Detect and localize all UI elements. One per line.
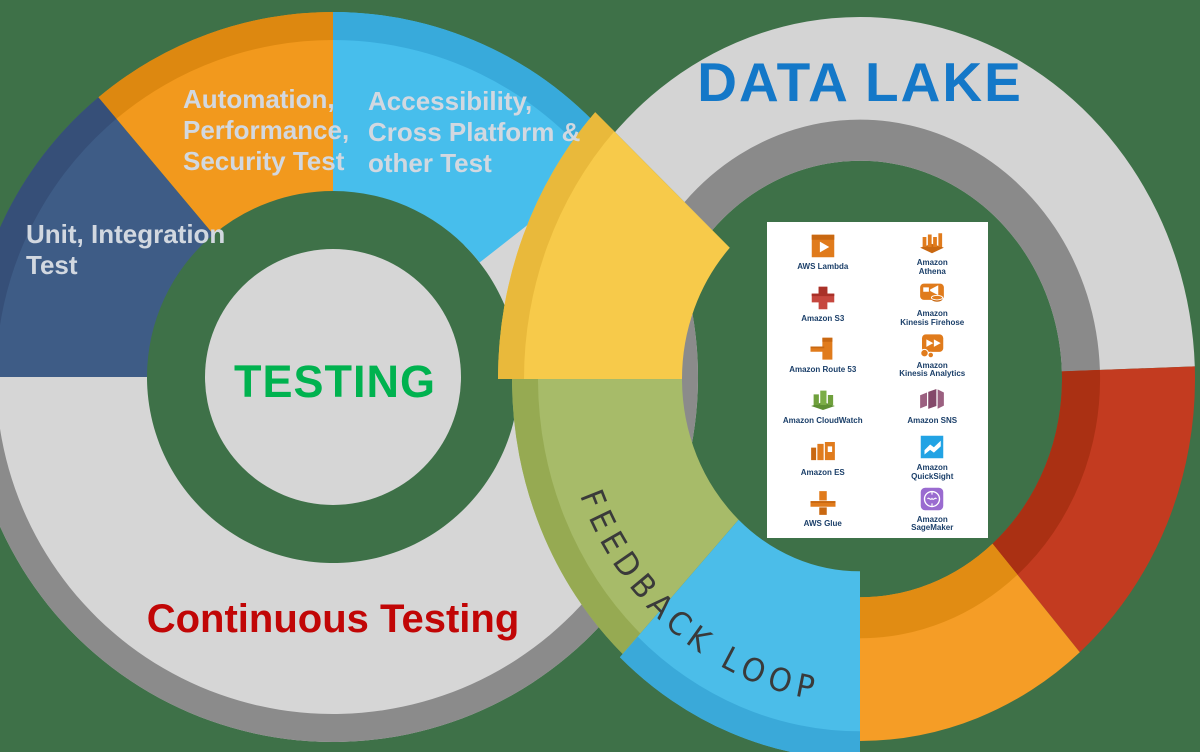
amazon-quicksight-label: Amazon QuickSight [911,463,954,481]
aws-glue-label: AWS Glue [803,518,842,528]
aws-service-aws-lambda: AWS Lambda [769,226,877,277]
aws-service-amazon-route-53: Amazon Route 53 [769,329,877,380]
datalake-ring-red [992,366,1196,653]
datalake-ring-olive-shade [512,379,641,654]
amazon-quicksight-icon [921,435,944,459]
datalake-ring-olive [512,379,739,654]
datalake-ring-red-shade [992,369,1101,575]
continuous-testing-caption: Continuous Testing [146,597,520,641]
amazon-cloudwatch-icon [810,390,835,411]
aws-service-amazon-es: Amazon ES [769,431,877,482]
aws-lambda-label: AWS Lambda [797,262,849,272]
amazon-athena-label: Amazon Athena [916,257,948,276]
amazon-s3-icon [811,286,834,309]
amazon-kinesis-firehose-label: Amazon Kinesis Firehose [900,309,965,327]
aws-service-amazon-sns: Amazon SNS [879,380,987,431]
amazon-route-53-label: Amazon Route 53 [789,364,857,374]
aws-service-amazon-cloudwatch: Amazon CloudWatch [769,380,877,431]
data-lake-title: DATA LAKE [697,51,1023,113]
amazon-cloudwatch-label: Amazon CloudWatch [782,416,863,426]
datalake-ring-orange-shade [860,543,1018,639]
datalake-ring-yellow-shade [498,112,615,379]
datalake-ring-gray-shade [684,119,1100,372]
amazon-athena-icon [920,233,945,254]
aws-glue-icon [810,491,836,515]
aws-service-amazon-athena: Amazon Athena [879,226,987,277]
segment-label-accessibility-crossplatform: Accessibility, Cross Platform & other Te… [368,86,581,178]
amazon-sagemaker-label: Amazon SageMaker [911,514,954,533]
aws-service-amazon-kinesis-analytics: Amazon Kinesis Analytics [879,329,987,380]
segment-label-unit-integration-test: Unit, Integration Test [26,219,226,280]
amazon-sns-label: Amazon SNS [907,416,958,426]
amazon-kinesis-analytics-icon [920,333,944,358]
amazon-route-53-icon [810,337,833,360]
amazon-es-label: Amazon ES [800,467,845,477]
aws-service-amazon-sagemaker: Amazon SageMaker [879,483,987,534]
datalake-ring-blue-shade [619,636,860,752]
aws-service-amazon-kinesis-firehose: Amazon Kinesis Firehose [879,277,987,328]
amazon-es-icon [810,441,835,460]
aws-service-amazon-s3: Amazon S3 [769,277,877,328]
testing-ring-orange-shade [98,12,334,119]
amazon-s3-label: Amazon S3 [801,313,845,323]
amazon-sns-icon [920,389,945,410]
testing-ring-darkblue-shade [0,97,117,326]
amazon-kinesis-firehose-icon [920,283,945,302]
aws-lambda-icon [811,235,834,258]
testing-ring-title: TESTING [233,356,436,407]
amazon-kinesis-analytics-label: Amazon Kinesis Analytics [899,360,966,379]
segment-label-automation-performance-security: Automation, Performance, Security Test [183,84,350,176]
testing-ring-center-circle [205,249,461,505]
amazon-sagemaker-icon [921,487,944,510]
aws-service-aws-glue: AWS Glue [769,483,877,534]
aws-service-amazon-quicksight: Amazon QuickSight [879,431,987,482]
